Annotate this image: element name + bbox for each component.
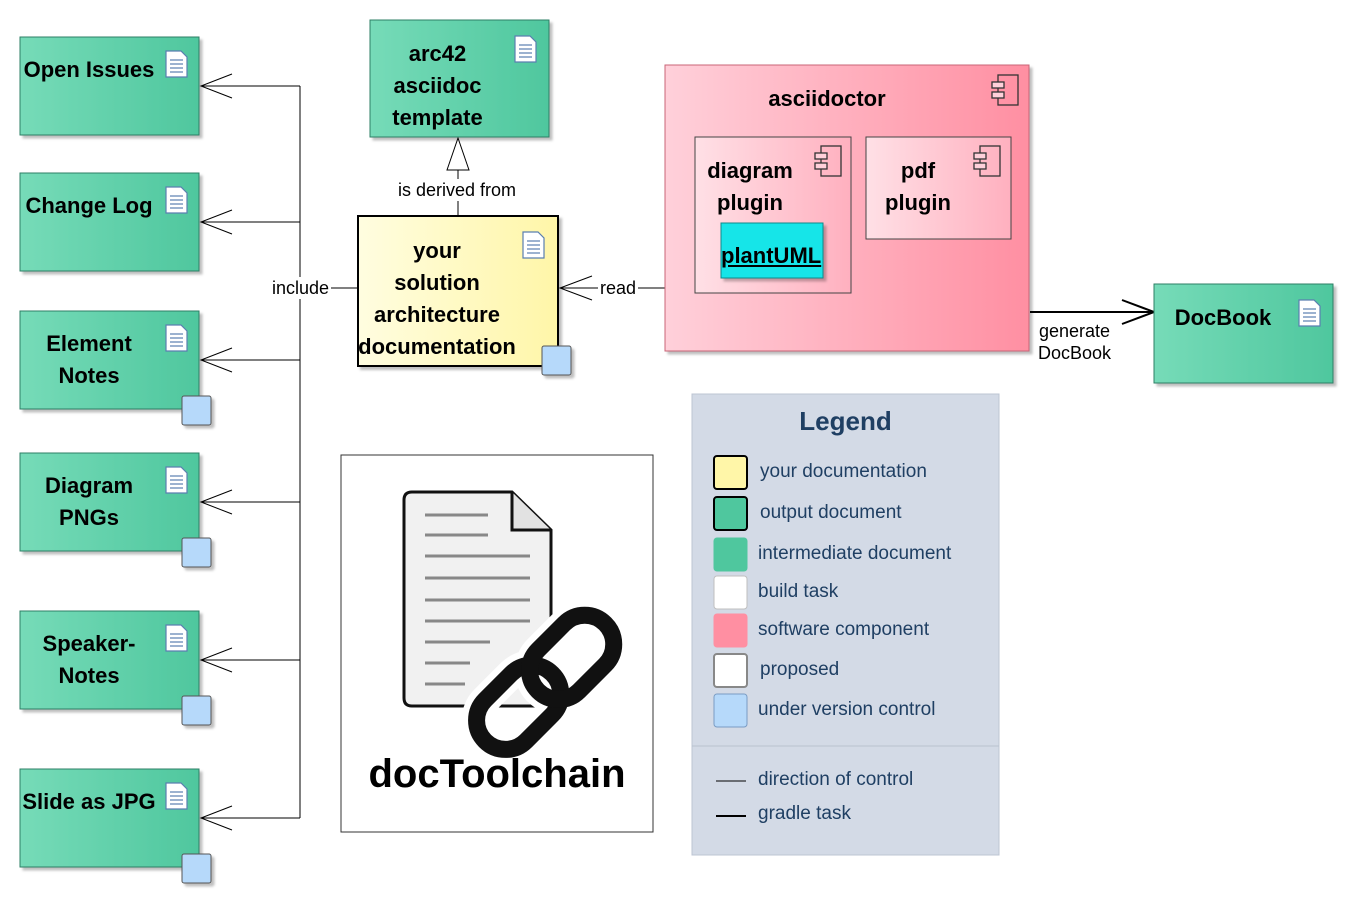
component-icon [973, 145, 1001, 177]
document-icon [1298, 299, 1321, 327]
generate-edge-label: generate DocBook [1038, 321, 1112, 363]
legend-line-direction-label: direction of control [758, 769, 914, 790]
legend-line-gradle-label: gradle task [758, 803, 851, 824]
legend-item-label: intermediate document [758, 543, 952, 564]
document-icon [165, 50, 188, 78]
version-control-marker [541, 345, 572, 376]
legend-title: Legend [799, 406, 892, 436]
output-node-label: Slide as JPG [22, 789, 156, 814]
diagram-plugin-label: diagram plugin [707, 158, 793, 215]
icons [165, 35, 1321, 884]
output-node-label: Change Log [25, 193, 153, 218]
logo-text: docToolchain [368, 752, 626, 796]
legend-swatch [713, 653, 748, 688]
include-connectors [199, 73, 358, 831]
component-icon [991, 74, 1019, 106]
document-icon [165, 186, 188, 214]
legend-swatch [713, 613, 748, 648]
pdf-plugin-box [865, 136, 1012, 240]
legend-item-label: your documentation [760, 461, 927, 482]
legend-swatch [713, 575, 748, 610]
solution-label: your solution architecture documentation [358, 238, 516, 359]
legend-item-label: under version control [758, 699, 936, 720]
document-icon [522, 231, 545, 259]
legend-item-label: proposed [760, 659, 840, 680]
legend-item-label: output document [760, 502, 902, 523]
plantuml-box [720, 222, 824, 279]
document-icon [165, 624, 188, 652]
output-node-label: Speaker- Notes [42, 631, 136, 688]
derived-from-connector [446, 136, 470, 215]
output-node-label: Diagram PNGs [44, 473, 134, 530]
template-label: arc42 asciidoc template [392, 41, 483, 130]
derived-edge-label: is derived from [396, 179, 519, 201]
component-icon [814, 145, 842, 177]
docbook-label: DocBook [1174, 305, 1272, 330]
chain-link-icon-dark [468, 606, 623, 758]
output-node-label: Open Issues [23, 57, 155, 82]
version-control-marker [181, 853, 212, 884]
legend-item-label: build task [758, 581, 839, 602]
pdf-plugin-label: pdf plugin [885, 158, 951, 215]
document-icon [165, 782, 188, 810]
document-icon [514, 35, 537, 63]
output-nodes [19, 36, 200, 868]
legend-swatch [713, 496, 748, 531]
version-control-marker [181, 395, 212, 426]
plantuml-label: plantUML [721, 243, 822, 268]
legend-item-label: software component [758, 619, 930, 640]
asciidoctor-label: asciidoctor [768, 86, 886, 111]
version-control-marker [181, 537, 212, 568]
legend-swatch [713, 537, 748, 572]
document-icon [165, 466, 188, 494]
legend-swatch [713, 693, 748, 728]
include-edge-label: include [270, 277, 332, 299]
version-control-marker [181, 695, 212, 726]
legend-swatches [713, 455, 748, 728]
read-edge-label: read [598, 277, 639, 299]
legend-swatch [713, 455, 748, 490]
output-node-label: Element Notes [46, 331, 132, 388]
document-icon [165, 324, 188, 352]
